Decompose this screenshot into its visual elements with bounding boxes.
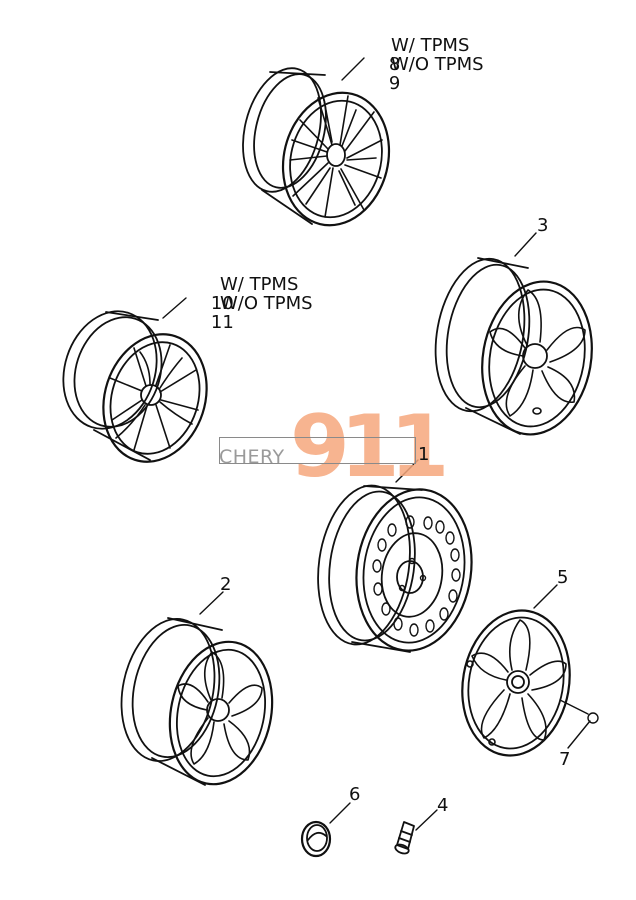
watermark-brand: CHERY xyxy=(219,446,285,468)
callout-8: 8 xyxy=(366,36,400,93)
center-cap-6[interactable] xyxy=(300,820,332,858)
leader-lines xyxy=(162,57,591,831)
steel-wheel-1-holes xyxy=(372,515,461,637)
watermark-frame xyxy=(219,437,416,464)
callout-5: 5 xyxy=(557,567,569,588)
callout-9-desc: W/O TPMS xyxy=(391,54,484,75)
callout-9: 9 xyxy=(366,55,400,112)
callout-7: 7 xyxy=(559,749,571,770)
callout-10-number: 10 xyxy=(210,293,234,314)
callout-11: 11 xyxy=(188,294,234,351)
tire-valve-4[interactable] xyxy=(394,821,415,855)
wheel-2-spokes xyxy=(177,651,263,765)
wheel-8-9-spokes xyxy=(289,95,383,218)
callout-1: 1 xyxy=(418,444,430,465)
wheel-cover-5-spokes xyxy=(466,619,567,746)
callout-3: 3 xyxy=(537,215,549,236)
watermark-number: 911 xyxy=(290,397,450,497)
callout-8-desc: W/ TPMS xyxy=(391,35,470,56)
callout-11-number: 11 xyxy=(210,312,234,333)
wheel-2[interactable] xyxy=(109,610,285,794)
callout-2: 2 xyxy=(220,574,232,595)
callout-10-desc: W/ TPMS xyxy=(220,274,299,295)
callout-9-number: 9 xyxy=(388,73,401,94)
steel-wheel-1[interactable] xyxy=(308,480,481,659)
callout-10: 10 xyxy=(188,275,234,332)
wheel-10-11-spokes xyxy=(109,344,199,451)
wheel-8-9[interactable] xyxy=(231,60,403,237)
wheel-10-11[interactable] xyxy=(49,299,223,475)
wheel-3[interactable] xyxy=(424,252,603,444)
wheel-3-spokes xyxy=(489,289,586,417)
callout-4: 4 xyxy=(437,795,449,816)
callout-11-desc: W/O TPMS xyxy=(220,293,313,314)
callout-6: 6 xyxy=(349,784,361,805)
wheel-cover-5[interactable] xyxy=(451,602,581,764)
cover-clip-7[interactable] xyxy=(587,712,599,724)
callout-8-number: 8 xyxy=(388,54,401,75)
